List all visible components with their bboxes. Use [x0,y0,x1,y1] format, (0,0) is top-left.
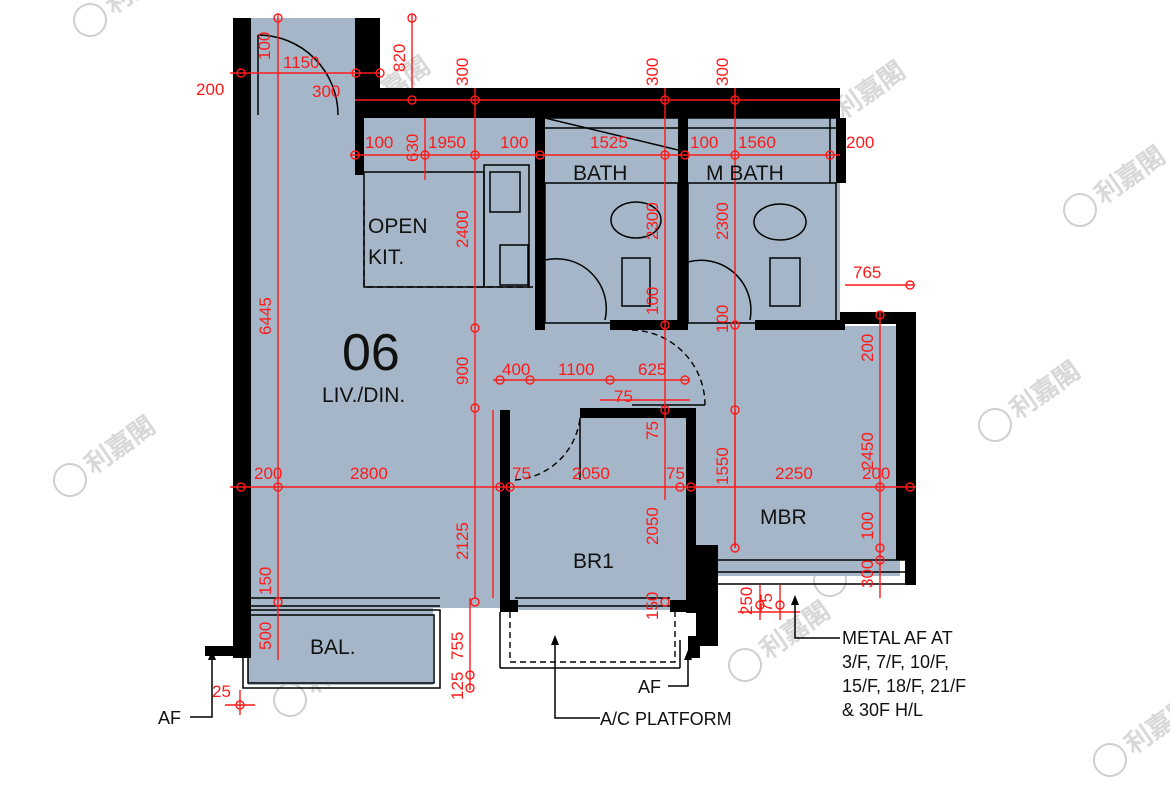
dim-200-mid-right: 200 [862,464,890,483]
dim-300-mbr: 300 [858,560,877,588]
svg-text:利嘉閣: 利嘉閣 [1120,691,1170,760]
metal-af-note-line3: 15/F, 18/F, 21/F [842,676,966,696]
dim-300-top-mid: 300 [643,58,662,86]
dim-765: 765 [853,263,881,282]
dim-250: 250 [737,587,756,615]
dim-6445: 6445 [256,297,275,335]
dim-100-mbath-low: 100 [713,305,732,333]
dim-200-right-top: 200 [846,133,874,152]
svg-text:利嘉閣: 利嘉閣 [1090,141,1170,210]
annotations: AF AF A/C PLATFORM METAL AF AT 3/F, 7/F,… [158,595,966,729]
dim-2250: 2250 [775,464,813,483]
room-labels: OPEN KIT. 06 LIV./DIN. BATH M BATH BR1 M… [310,162,807,659]
dim-625: 625 [638,360,666,379]
dim-75-a: 75 [614,387,633,406]
af-left-label: AF [158,708,181,728]
dimension-labels: 100 1150 820 300 300 300 200 300 100 630… [196,32,890,701]
dim-200-left-top: 200 [196,80,224,99]
dim-820: 820 [390,44,409,72]
dim-2050-v: 2050 [643,507,662,545]
dimension-markers [235,13,915,710]
dim-25: 25 [212,682,231,701]
svg-text:利嘉閣: 利嘉閣 [830,56,911,125]
dim-1100: 1100 [558,360,595,379]
dim-125: 125 [448,672,467,700]
dimension-lines [225,15,916,715]
open-kitchen-label-line2: KIT. [368,246,404,269]
dim-2125: 2125 [453,522,472,560]
dim-755: 755 [448,632,467,660]
dim-2800: 2800 [350,464,388,483]
dim-400: 400 [502,360,530,379]
dim-100-mbr: 100 [858,512,877,540]
dim-2400: 2400 [453,210,472,248]
dim-630: 630 [403,134,422,162]
dim-2450: 2450 [858,432,877,470]
bath-label: BATH [573,162,627,185]
dim-75-b: 75 [643,421,662,440]
dim-100-b: 100 [500,133,528,152]
open-kitchen-label-line1: OPEN [368,215,428,238]
dim-100-mb: 100 [690,133,718,152]
master-bath-label: M BATH [706,162,784,185]
fixtures [242,34,905,689]
dim-100-top-left: 100 [255,32,274,60]
unit-number: 06 [342,324,400,382]
bedroom1-label: BR1 [573,550,614,573]
dim-2300-mbath: 2300 [713,202,732,240]
metal-af-note-line1: METAL AF AT [842,628,953,648]
living-dining-label: LIV./DIN. [322,384,405,407]
dim-200-mid-left: 200 [254,464,282,483]
dim-75-e: 75 [757,593,776,612]
metal-af-note-line4: & 30F H/L [842,700,923,720]
dim-2050-h: 2050 [572,464,610,483]
dim-150-left: 150 [256,567,275,595]
svg-text:利嘉閣: 利嘉閣 [80,411,161,480]
dim-2300-bath: 2300 [643,202,662,240]
dim-150-br1: 150 [643,592,662,620]
dim-1550: 1550 [713,447,732,485]
dim-75-d: 75 [666,464,685,483]
metal-af-note-line2: 3/F, 7/F, 10/F, [842,652,949,672]
dim-900: 900 [453,357,472,385]
dim-1950: 1950 [428,133,466,152]
dim-200-mbr-top: 200 [858,334,877,362]
svg-text:利嘉閣: 利嘉閣 [1005,356,1086,425]
master-bedroom-label: MBR [760,506,807,529]
dim-1560: 1560 [738,133,776,152]
dim-100-k: 100 [365,133,393,152]
walls [205,18,916,658]
balcony-label: BAL. [310,636,356,659]
dim-1525: 1525 [590,133,628,152]
dim-75-c: 75 [512,464,531,483]
dim-300-top-right: 300 [713,58,732,86]
ac-platform-label: A/C PLATFORM [600,709,732,729]
dim-100-bath-low: 100 [643,287,662,315]
svg-text:利嘉閣: 利嘉閣 [100,0,181,20]
dim-500: 500 [256,622,275,650]
dim-300-top: 300 [453,58,472,86]
dim-1150: 1150 [283,53,320,72]
dim-300-entry: 300 [312,82,340,101]
af-mid-label: AF [638,677,661,697]
